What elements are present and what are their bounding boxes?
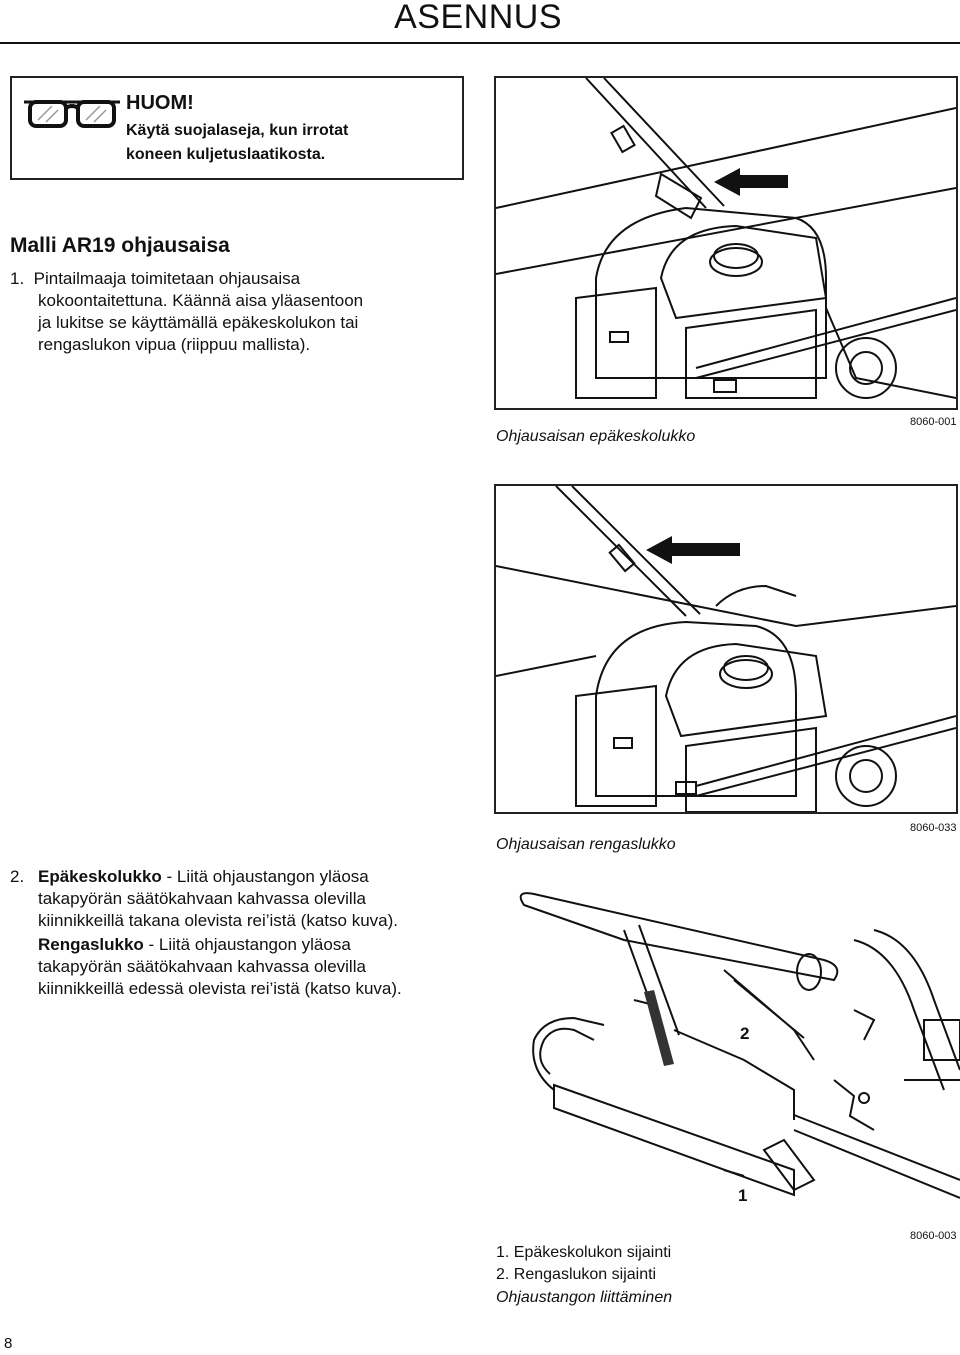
page-title: ASENNUS [394, 0, 562, 36]
figure-caption: Ohjausaisan rengaslukko [496, 836, 676, 853]
figure-caption: Ohjausaisan epäkeskolukko [496, 428, 696, 445]
legend-item: 2. Rengaslukon sijainti [496, 1266, 657, 1283]
callout-1: 1 [738, 1186, 748, 1205]
step2-line: takapyörän säätökahvaan kahvassa olevill… [38, 957, 366, 976]
warning-box [10, 76, 464, 180]
step1-line: ja lukitse se käyttämällä epäkeskolukon … [38, 313, 359, 332]
figure-eccentric-lock [494, 76, 958, 410]
step1-line: 1. Pintailmaaja toimitetaan ohjausaisa [10, 269, 301, 288]
step1-line: rengaslukon vipua (riippuu mallista). [38, 335, 311, 354]
header-rule [0, 42, 960, 44]
step2-text: - Liitä ohjaustangon yläosa [143, 935, 351, 954]
callout-2: 2 [740, 1024, 750, 1043]
step2-line: takapyörän säätökahvaan kahvassa olevill… [38, 889, 366, 908]
safety-glasses-icon [22, 94, 122, 130]
figure-code: 8060-003 [910, 1230, 957, 1242]
step2-line: kiinnikkeillä takana olevista rei’istä (… [38, 911, 398, 930]
eccentric-lock-term: Epäkeskolukko [38, 867, 162, 886]
section-heading: Malli AR19 ohjausaisa [10, 234, 230, 257]
step2-number: 2. [10, 867, 25, 886]
step1-line: kokoontaitettuna. Käännä aisa yläasentoo… [38, 291, 364, 310]
ring-lock-term: Rengaslukko [38, 935, 144, 954]
step2-paragraph1-line1: Epäkeskolukko - Liitä ohjaustangon yläos… [38, 866, 369, 888]
step2-paragraph2-line1: Rengaslukko - Liitä ohjaustangon yläosa [38, 934, 351, 956]
legend-item: 1. Epäkeskolukon sijainti [496, 1244, 672, 1261]
warning-text-line: koneen kuljetuslaatikosta. [126, 146, 326, 163]
warning-title: HUOM! [126, 92, 194, 114]
figure-code: 8060-033 [910, 822, 957, 834]
figure-code: 8060-001 [910, 416, 957, 428]
figure-caption: Ohjaustangon liittäminen [496, 1289, 673, 1306]
step2-text: - Liitä ohjaustangon yläosa [161, 867, 369, 886]
warning-text-line: Käytä suojalaseja, kun irrotat [126, 122, 349, 139]
figure-ring-lock [494, 484, 958, 814]
figure-handle-attachment [494, 880, 960, 1210]
step2-line: kiinnikkeillä edessä olevista rei’istä (… [38, 979, 402, 998]
page-number: 8 [4, 1335, 13, 1352]
